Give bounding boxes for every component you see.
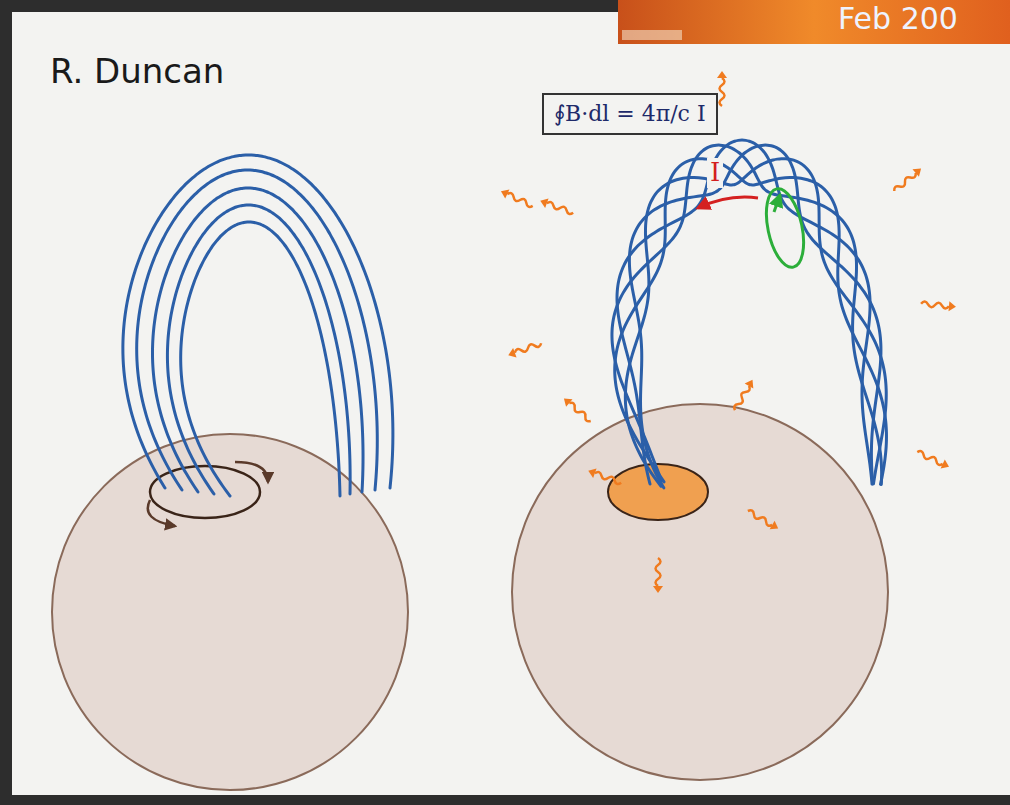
photon-arrow (717, 71, 727, 106)
twisted-field-line (625, 159, 886, 487)
slide-banner (618, 0, 1010, 44)
slide-date: Feb 200 (838, 2, 958, 37)
footpoint-ring (150, 466, 260, 518)
photon-head (717, 71, 727, 78)
photon-wave (656, 558, 661, 586)
photon-arrow (891, 165, 924, 195)
photon-arrow (561, 395, 594, 425)
field-line (152, 188, 363, 492)
photon-head (499, 187, 510, 199)
rotation-arrow (148, 500, 175, 526)
field-line (181, 222, 340, 496)
photon-wave (546, 201, 574, 215)
photon-wave (921, 301, 949, 308)
ampere-loop (760, 185, 810, 270)
equation-text: ∮B·dl = 4π/c I (554, 101, 706, 126)
photon-head (913, 165, 925, 177)
photon-head (587, 466, 597, 478)
photon-head (507, 348, 517, 360)
right-star (512, 404, 888, 780)
field-line (137, 170, 378, 490)
photon-head (745, 377, 757, 388)
photon-wave (514, 341, 542, 355)
photon-arrow (921, 299, 957, 312)
photon-head (770, 521, 781, 533)
photon-wave (568, 401, 593, 423)
rotation-arrow (235, 462, 268, 482)
photon-head (941, 459, 952, 471)
loop-arrow (774, 195, 780, 212)
photon-wave (594, 471, 622, 485)
twisted-field-line (617, 140, 872, 484)
photon-arrow (745, 507, 780, 533)
photon-arrow (507, 339, 543, 360)
photon-arrow (539, 196, 575, 217)
author-credit: R. Duncan (50, 52, 224, 91)
photon-wave (720, 78, 725, 106)
photon-wave (733, 385, 751, 412)
photon-arrow (587, 466, 623, 487)
photon-wave (893, 171, 918, 193)
field-lines (123, 140, 887, 496)
photon-head (561, 395, 573, 407)
current-label: I (707, 158, 723, 188)
photon-arrow (499, 187, 535, 211)
left-star (52, 434, 408, 790)
paper-ground (12, 12, 1010, 795)
photon-wave (747, 509, 774, 527)
photon-head (949, 301, 957, 312)
photon-wave (506, 192, 533, 208)
photon-head (539, 196, 549, 208)
photon-wave (916, 450, 943, 466)
equation-box: ∮B·dl = 4π/c I (542, 93, 718, 135)
photon-head (653, 586, 663, 593)
photon-arrow (731, 377, 757, 412)
twisted-field-line (629, 145, 881, 488)
banner-logo (622, 30, 682, 40)
current-arrow (698, 197, 758, 208)
field-line (167, 205, 350, 494)
photon-arrow (915, 448, 951, 472)
photon-arrow (653, 558, 663, 593)
photon-arrows (499, 71, 957, 593)
